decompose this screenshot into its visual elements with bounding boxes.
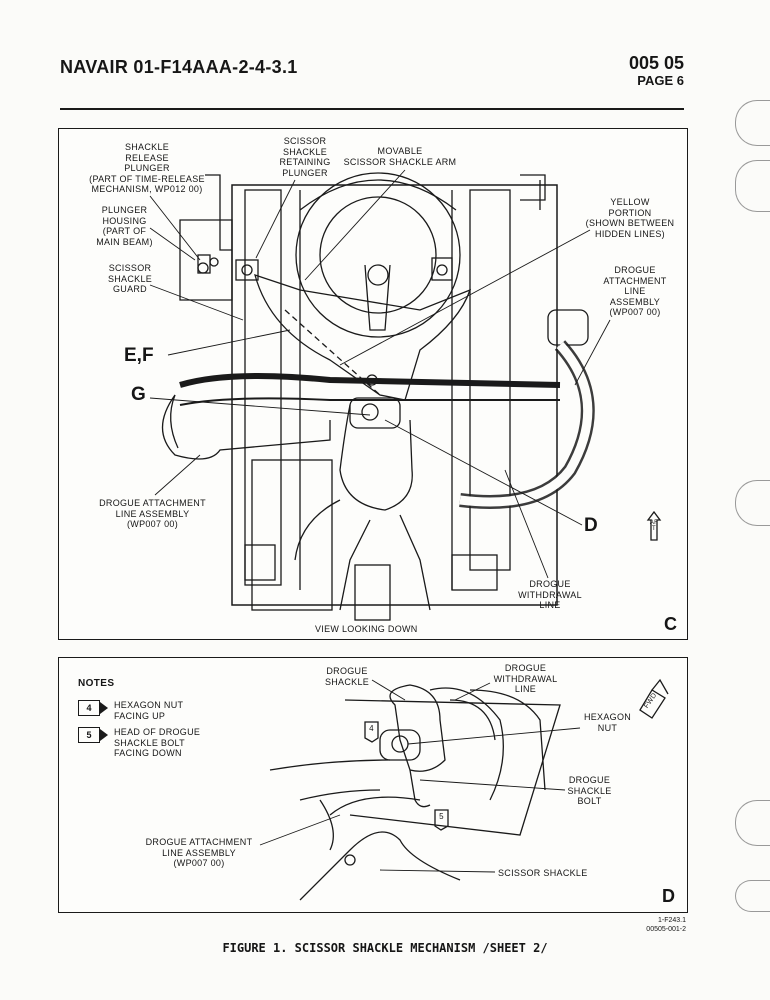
punch-hole: [735, 100, 770, 146]
label-retaining-plunger: SCISSOR SHACKLE RETAINING PLUNGER: [279, 136, 331, 178]
notes-title: NOTES: [78, 678, 115, 689]
view-d-panel: [58, 657, 688, 913]
publication-number: NAVAIR 01-F14AAA-2-4-3.1: [60, 57, 298, 77]
callout-g: G: [131, 384, 146, 405]
label-yellow-portion: YELLOW PORTION (SHOWN BETWEEN HIDDEN LIN…: [585, 197, 675, 239]
header-rule: [60, 108, 684, 110]
label-drogue-attachment-left: DROGUE ATTACHMENT LINE ASSEMBLY (WP007 0…: [99, 498, 206, 529]
label-drogue-shackle-d: DROGUE SHACKLE: [324, 666, 370, 687]
punch-hole: [735, 160, 770, 212]
label-drogue-attachment-right: DROGUE ATTACHMENT LINE ASSEMBLY (WP007 0…: [603, 265, 667, 317]
label-movable-arm: MOVABLE SCISSOR SHACKLE ARM: [343, 146, 457, 167]
view-d-letter: D: [662, 886, 675, 906]
callout-4: 4: [369, 724, 374, 733]
label-scissor-shackle: SCISSOR SHACKLE: [498, 868, 588, 878]
figure-caption: FIGURE 1. SCISSOR SHACKLE MECHANISM /SHE…: [222, 941, 548, 955]
label-drogue-attachment-d: DROGUE ATTACHMENT LINE ASSEMBLY (WP007 0…: [145, 837, 253, 868]
view-label: VIEW LOOKING DOWN: [315, 624, 418, 634]
aft-marker: AFT: [649, 520, 659, 532]
section-code: 005 05: [628, 53, 684, 73]
label-plunger-housing: PLUNGER HOUSING (PART OF MAIN BEAM): [96, 205, 153, 247]
callout-d: D: [584, 515, 598, 536]
note-number: 5: [78, 727, 108, 743]
label-hexagon-nut: HEXAGON NUT: [583, 712, 632, 733]
page-number: PAGE 6: [637, 73, 684, 88]
note-5: 5 HEAD OF DROGUE SHACKLE BOLT FACING DOW…: [78, 727, 200, 759]
callout-e-f: E,F: [124, 345, 154, 366]
note-4: 4 HEXAGON NUT FACING UP: [78, 700, 183, 721]
label-shackle-guard: SCISSOR SHACKLE GUARD: [107, 263, 153, 294]
callout-5: 5: [439, 812, 444, 821]
punch-hole: [735, 480, 770, 526]
note-number: 4: [78, 700, 108, 716]
label-shackle-release-plunger: SHACKLE RELEASE PLUNGER (PART OF TIME-RE…: [89, 142, 205, 194]
label-drogue-shackle-bolt: DROGUE SHACKLE BOLT: [567, 775, 612, 806]
punch-hole: [735, 800, 770, 846]
view-c-letter: C: [664, 614, 677, 634]
figure-id: 1-F243.1 00505-001-2: [646, 917, 686, 933]
punch-hole: [735, 880, 770, 912]
label-drogue-withdrawal-c: DROGUE WITHDRAWAL LINE: [518, 579, 582, 610]
label-drogue-withdrawal-d: DROGUE WITHDRAWAL LINE: [493, 663, 558, 694]
